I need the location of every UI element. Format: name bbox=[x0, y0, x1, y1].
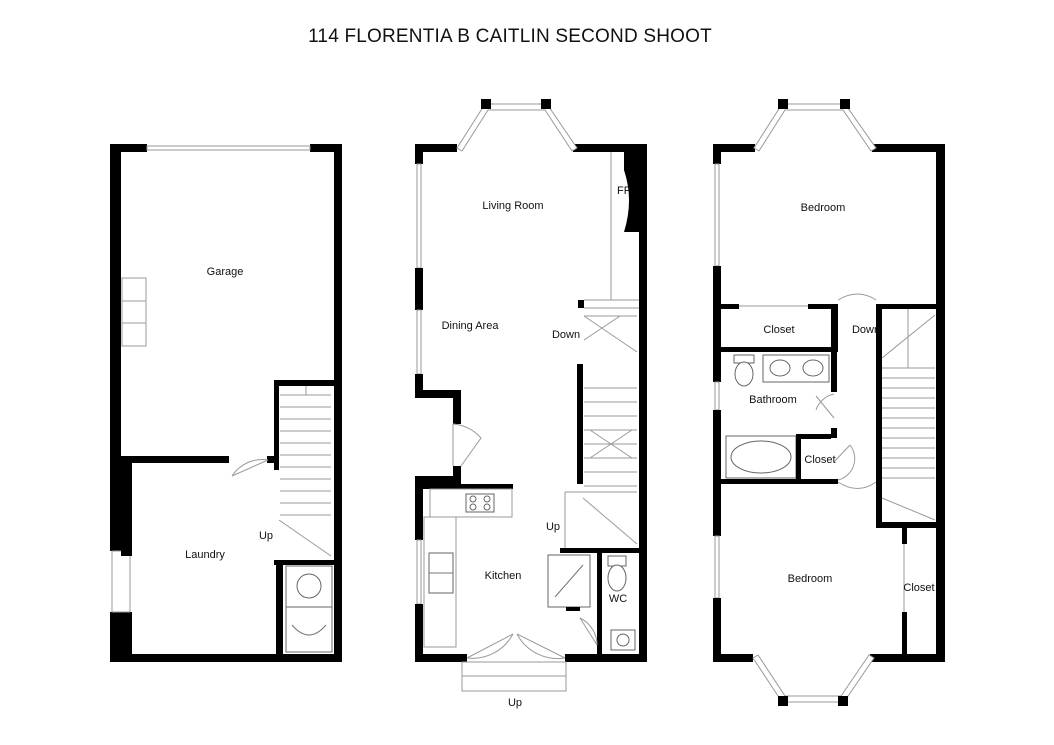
bathroom-label: Bathroom bbox=[749, 394, 797, 406]
lower-floor-plan: Garage Laundry Up bbox=[110, 144, 342, 662]
closet-bath-label: Closet bbox=[804, 454, 835, 466]
closet-bottom-label: Closet bbox=[903, 582, 934, 594]
upper-floor-plan: Bedroom Closet Down Bathroom Closet Bedr… bbox=[713, 99, 945, 706]
kitchen-label: Kitchen bbox=[485, 570, 522, 582]
entry-up-label: Up bbox=[508, 697, 522, 709]
stairs-up-label: Up bbox=[259, 530, 273, 542]
stairs-up-label: Up bbox=[546, 521, 560, 533]
stairs-down-label: Down bbox=[852, 324, 880, 336]
main-floor-plan: Living Room FP Dining Area Down Up Kitch… bbox=[415, 99, 647, 709]
bedroom-bottom-label: Bedroom bbox=[788, 573, 833, 585]
wc-label: WC bbox=[609, 593, 627, 605]
closet-top-label: Closet bbox=[763, 324, 794, 336]
stairs-down-label: Down bbox=[552, 329, 580, 341]
bedroom-top-label: Bedroom bbox=[801, 202, 846, 214]
garage-label: Garage bbox=[207, 266, 244, 278]
living-room-label: Living Room bbox=[482, 200, 543, 212]
plan-title: 114 FLORENTIA B CAITLIN SECOND SHOOT bbox=[308, 26, 712, 47]
fireplace-label: FP bbox=[617, 185, 631, 197]
laundry-label: Laundry bbox=[185, 549, 225, 561]
dining-area-label: Dining Area bbox=[442, 320, 500, 332]
